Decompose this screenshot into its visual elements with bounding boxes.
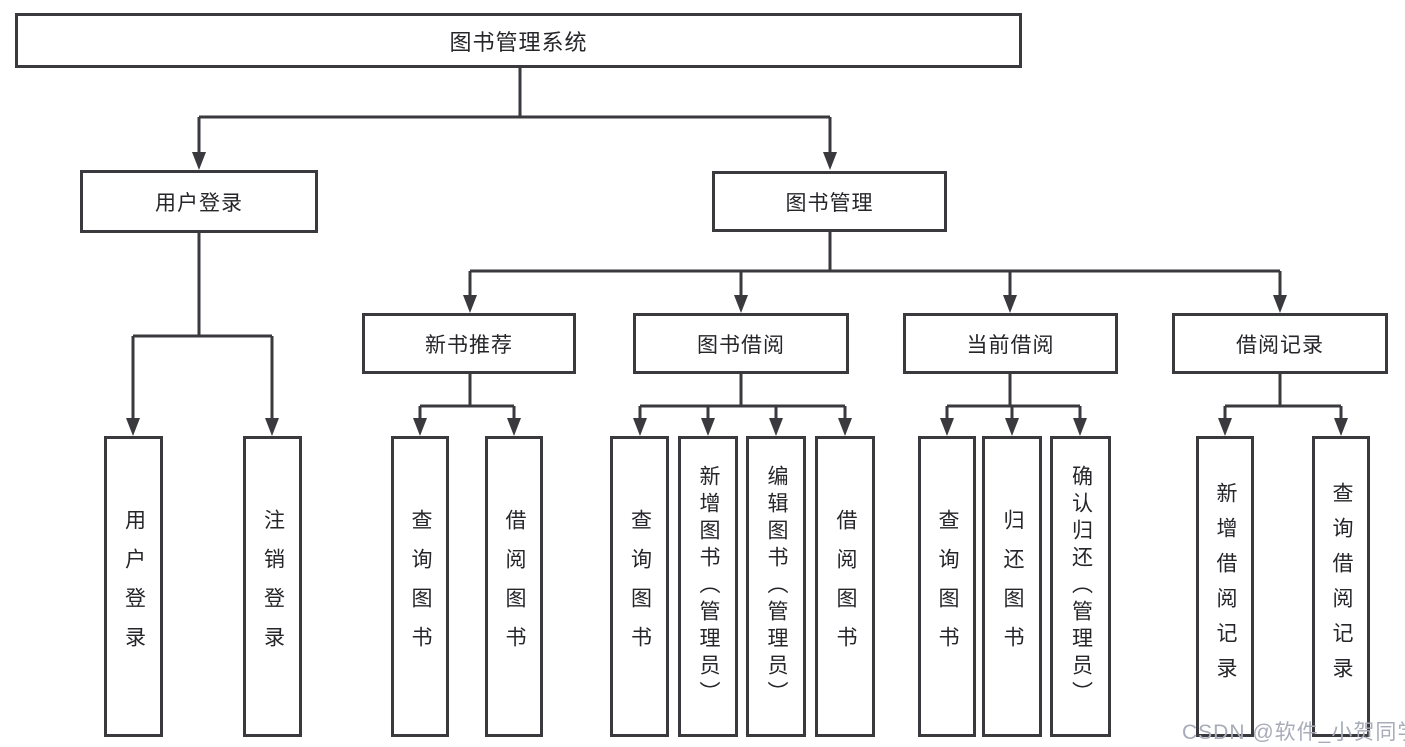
- arrowhead-icon: [1003, 295, 1017, 313]
- arrowhead-icon: [192, 152, 206, 170]
- node-new-book-rec: 新书推荐: [362, 313, 576, 374]
- arrowhead-icon: [265, 418, 279, 436]
- arrowhead-icon: [769, 418, 783, 436]
- leaf-query-book-b: 查询图书: [610, 436, 669, 737]
- connector-line: [418, 374, 516, 418]
- arrowhead-icon: [940, 418, 954, 436]
- leaf-borrow-book-b: 借阅图书: [815, 436, 875, 737]
- connector-line: [468, 232, 1282, 295]
- arrowhead-icon: [633, 418, 647, 436]
- arrowhead-icon: [734, 295, 748, 313]
- arrowhead-icon: [463, 295, 477, 313]
- connector-line: [638, 374, 847, 418]
- leaf-return-book: 归还图书: [982, 436, 1042, 737]
- arrowhead-icon: [1073, 418, 1087, 436]
- arrowhead-icon: [1218, 418, 1232, 436]
- connector-book-borrow-branch: [633, 374, 852, 436]
- arrowhead-icon: [413, 418, 427, 436]
- node-current-borrow: 当前借阅: [903, 313, 1118, 374]
- node-user-login: 用户登录: [80, 170, 318, 233]
- connector-root-branch: [192, 68, 837, 170]
- csdn-watermark: CSDN @软件_小贺同学: [1182, 721, 1405, 744]
- leaf-logout: 注销登录: [243, 436, 302, 737]
- arrowhead-icon: [701, 418, 715, 436]
- arrowhead-icon: [507, 418, 521, 436]
- leaf-add-record: 新增借阅记录: [1196, 436, 1254, 737]
- connector-user-login-branch: [126, 233, 279, 436]
- leaf-edit-book: 编辑图书（管理员）: [746, 436, 806, 737]
- arrowhead-icon: [838, 418, 852, 436]
- node-book-mgmt: 图书管理: [712, 171, 947, 232]
- node-book-borrow: 图书借阅: [633, 313, 849, 374]
- connector-book-mgmt-branch: [463, 232, 1287, 313]
- connector-borrow-records-branch: [1218, 374, 1348, 436]
- arrowhead-icon: [1334, 418, 1348, 436]
- leaf-confirm-return: 确认归还（管理员）: [1050, 436, 1111, 737]
- leaf-query-book-a: 查询图书: [391, 436, 449, 737]
- connector-line: [945, 374, 1082, 418]
- arrowhead-icon: [823, 152, 837, 170]
- leaf-query-book-c: 查询图书: [918, 436, 976, 737]
- connector-line: [1223, 374, 1343, 418]
- arrowhead-icon: [1273, 295, 1287, 313]
- node-root: 图书管理系统: [15, 13, 1022, 68]
- arrowhead-icon: [126, 418, 140, 436]
- leaf-query-record: 查询借阅记录: [1312, 436, 1370, 737]
- arrowhead-icon: [1005, 418, 1019, 436]
- leaf-user-login: 用户登录: [104, 436, 163, 737]
- leaf-borrow-book-a: 借阅图书: [485, 436, 543, 737]
- connector-line: [197, 68, 832, 152]
- connector-current-borrow-branch: [940, 374, 1087, 436]
- leaf-add-book: 新增图书（管理员）: [678, 436, 738, 737]
- node-borrow-records: 借阅记录: [1172, 313, 1388, 374]
- connector-new-book-rec-branch: [413, 374, 521, 436]
- connector-line: [131, 233, 274, 418]
